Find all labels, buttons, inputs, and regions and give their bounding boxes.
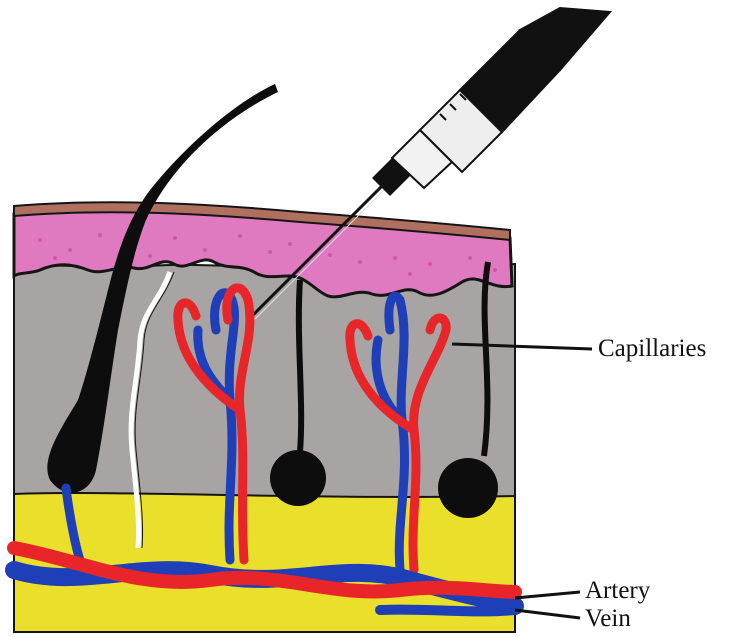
vein-leader-line [515,610,580,618]
sweat-gland-icon [270,450,326,506]
artery-leader-line [515,592,580,598]
bottom-vein-lower [380,610,515,612]
capillaries-label: Capillaries [598,336,706,361]
sweat-gland-icon [438,458,498,518]
artery-label: Artery [585,578,650,603]
vein-label: Vein [585,606,631,631]
